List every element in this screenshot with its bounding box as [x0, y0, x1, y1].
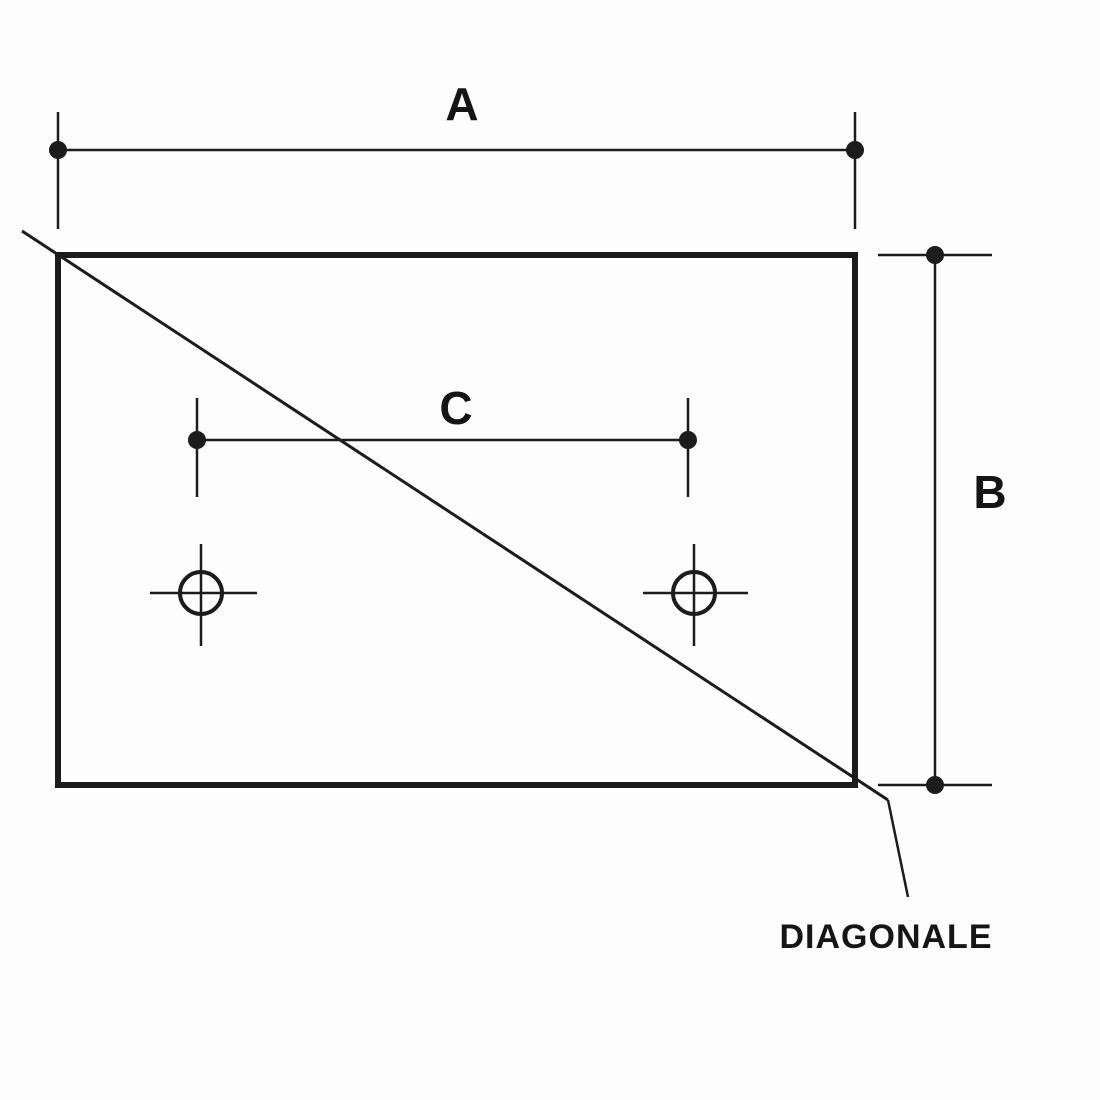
diagram-linework: [21, 112, 992, 898]
diagonale-label: DIAGONALE: [780, 918, 993, 956]
dim-b-dot-bottom: [926, 776, 944, 794]
dim-b-label: B: [973, 466, 1006, 518]
dim-b-dot-top: [926, 246, 944, 264]
dim-a-dot-right: [846, 141, 864, 159]
diagonal-leader-line: [886, 799, 910, 898]
diagonal-line: [21, 229, 889, 802]
dimension-endpoint-dots: [49, 141, 944, 794]
plate-outline: [55, 252, 858, 788]
dim-c-label: C: [439, 382, 472, 434]
dim-c-dot-left: [188, 431, 206, 449]
dim-a-label: A: [445, 78, 478, 130]
dim-a-dot-left: [49, 141, 67, 159]
dim-c-dot-right: [679, 431, 697, 449]
